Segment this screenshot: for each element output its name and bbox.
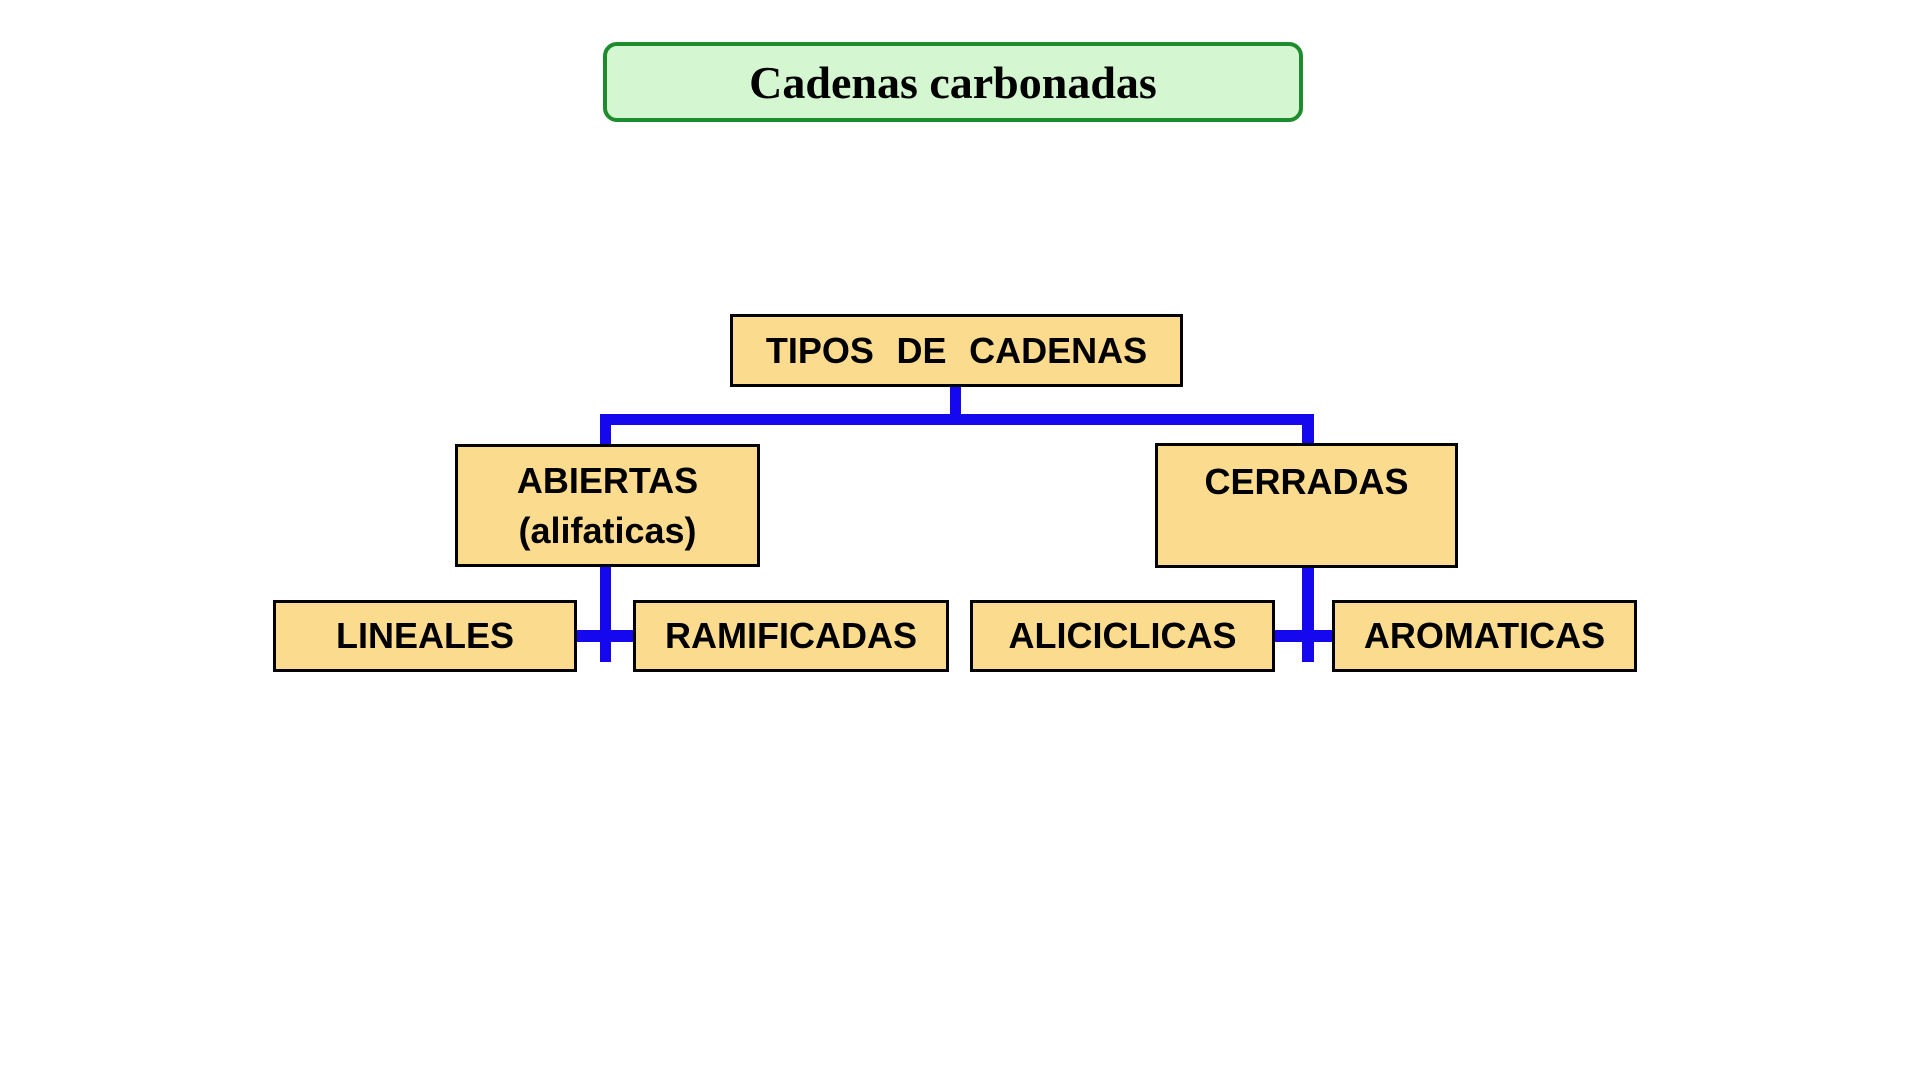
node-abiertas-line1: ABIERTAS [516, 459, 699, 501]
node-aliciclicas-label: ALICICLICAS [1008, 615, 1237, 656]
connector-main-horizontal [600, 414, 1314, 425]
connector-cerradas-stem [1302, 566, 1314, 662]
node-ramificadas-label: RAMIFICADAS [665, 615, 917, 656]
node-lineales-label: LINEALES [335, 615, 514, 656]
node-abiertas-line2: (alifaticas) [518, 509, 697, 551]
node-abiertas: ABIERTAS (alifaticas) [455, 444, 760, 567]
node-aromaticas: AROMATICAS [1332, 600, 1637, 672]
node-cerradas: CERRADAS [1155, 443, 1458, 568]
node-cerradas-label: CERRADAS [1204, 461, 1409, 502]
connector-left-branch-drop [600, 414, 611, 447]
node-aliciclicas: ALICICLICAS [970, 600, 1275, 672]
connector-abiertas-stem [600, 565, 611, 662]
node-tipos-de-cadenas: TIPOS DE CADENAS [730, 314, 1183, 387]
connector-right-row-horizontal [1275, 630, 1332, 642]
node-ramificadas: RAMIFICADAS [633, 600, 949, 672]
title-text: Cadenas carbonadas [749, 56, 1157, 108]
node-aromaticas-label: AROMATICAS [1363, 615, 1606, 656]
connector-root-stem [950, 387, 961, 418]
node-lineales: LINEALES [273, 600, 577, 672]
connector-left-row-horizontal [577, 630, 633, 642]
node-tipos-label: TIPOS DE CADENAS [765, 329, 1148, 371]
connector-right-branch-drop [1302, 414, 1314, 446]
title-box: Cadenas carbonadas [603, 42, 1303, 122]
